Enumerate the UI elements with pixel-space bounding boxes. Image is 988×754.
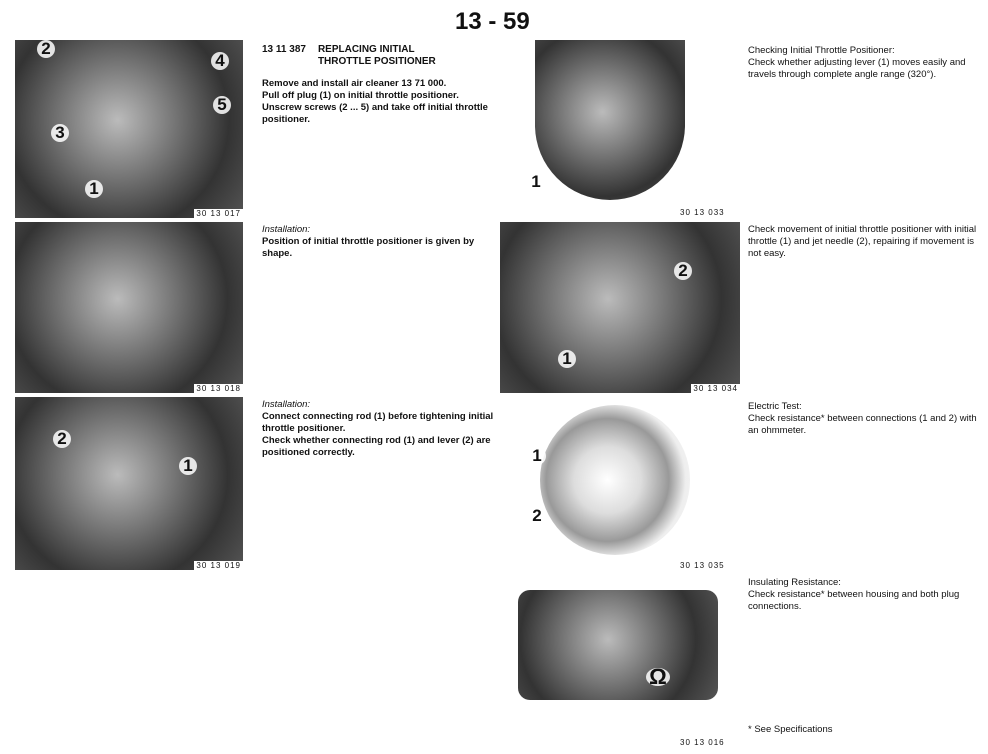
callout-2: 2: [37, 40, 55, 58]
section-checking: Checking Initial Throttle Positioner: Ch…: [748, 45, 983, 81]
instruction: Remove and install air cleaner 13 71 000…: [262, 78, 447, 89]
photo-caption: 30 13 035: [678, 561, 727, 570]
photo-insulating-test: Ω: [518, 590, 718, 700]
photo-throttle-positioner-removal: 1 2 3 4 5 30 13 017: [15, 40, 243, 218]
section-movement: Check movement of initial throttle posit…: [748, 224, 983, 260]
instruction: Check resistance* between connections (1…: [748, 413, 977, 436]
section-replacing: 13 11 387 REPLACING INITIAL THROTTLE POSI…: [262, 44, 497, 126]
section-heading: REPLACING INITIAL THROTTLE POSITIONER: [317, 44, 436, 67]
instruction: Connect connecting rod (1) before tighte…: [262, 411, 494, 434]
photo-adjusting-lever: 1: [527, 40, 685, 200]
photo-caption: 30 13 034: [691, 384, 740, 393]
footnote: * See Specifications: [748, 724, 833, 735]
photo-throttle-jet-needle: 1 2 30 13 034: [500, 222, 740, 393]
photo-installation-shape: 30 13 018: [15, 222, 243, 393]
instruction: Unscrew screws (2 ... 5) and take off in…: [262, 102, 488, 125]
callout-2: 2: [53, 430, 71, 448]
section-installation-1: Installation: Position of initial thrott…: [262, 224, 497, 260]
instruction: Check whether connecting rod (1) and lev…: [262, 435, 491, 458]
callout-1: 1: [558, 350, 576, 368]
photo-plug-connections: 1 2: [528, 405, 690, 555]
callout-4: 4: [211, 52, 229, 70]
photo-caption: 30 13 016: [678, 738, 727, 747]
callout-3: 3: [51, 124, 69, 142]
instruction: Check movement of initial throttle posit…: [748, 224, 977, 259]
section-electric-test: Electric Test: Check resistance* between…: [748, 401, 983, 437]
callout-5: 5: [213, 96, 231, 114]
label: Electric Test:: [748, 401, 802, 412]
label: Installation:: [262, 399, 311, 410]
ohm-symbol: Ω: [646, 666, 670, 688]
photo-caption: 30 13 019: [194, 561, 243, 570]
instruction: Check whether adjusting lever (1) moves …: [748, 57, 966, 80]
section-insulating: Insulating Resistance: Check resistance*…: [748, 577, 983, 613]
callout-1: 1: [179, 457, 197, 475]
instruction: Position of initial throttle positioner …: [262, 236, 475, 259]
photo-connecting-rod: 1 2 30 13 019: [15, 397, 243, 570]
callout-2: 2: [528, 507, 546, 525]
section-code: 13 11 387: [262, 44, 306, 55]
label: Installation:: [262, 224, 311, 235]
callout-1: 1: [528, 447, 546, 465]
label: Insulating Resistance:: [748, 577, 841, 588]
section-installation-2: Installation: Connect connecting rod (1)…: [262, 399, 497, 459]
page-number: 13 - 59: [455, 8, 530, 35]
callout-1: 1: [527, 173, 545, 191]
photo-caption: 30 13 018: [194, 384, 243, 393]
label: Checking Initial Throttle Positioner:: [748, 45, 895, 56]
callout-1: 1: [85, 180, 103, 198]
photo-caption: 30 13 033: [678, 208, 727, 217]
instruction: Pull off plug (1) on initial throttle po…: [262, 90, 459, 101]
photo-caption: 30 13 017: [194, 209, 243, 218]
callout-2: 2: [674, 262, 692, 280]
instruction: Check resistance* between housing and bo…: [748, 589, 960, 612]
